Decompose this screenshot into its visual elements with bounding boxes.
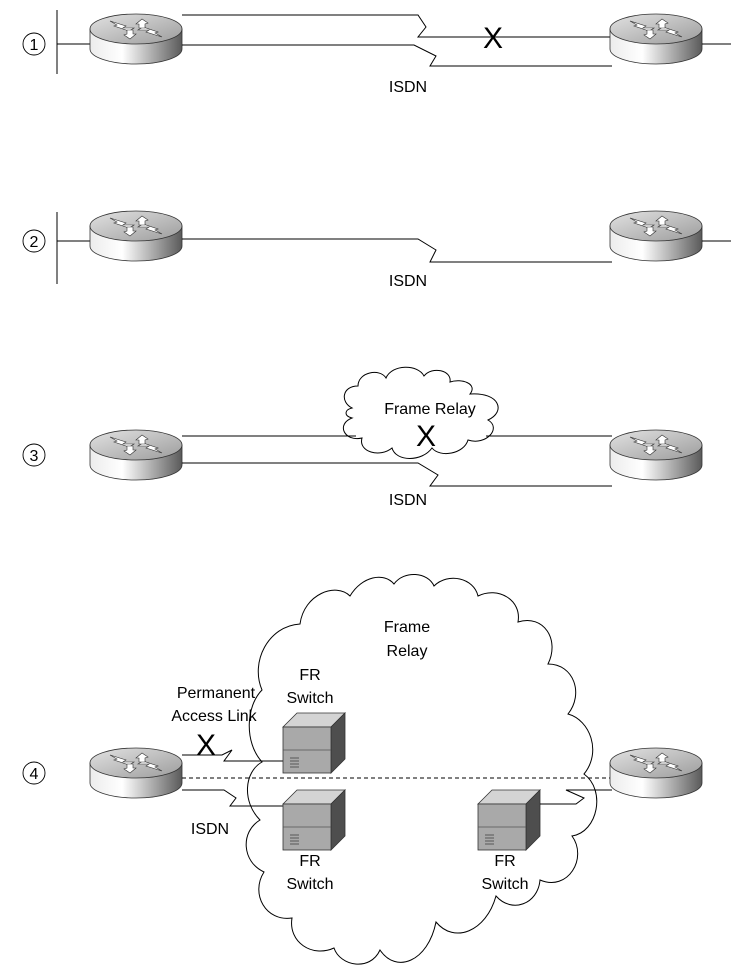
- fr-switch-icon: [477, 789, 541, 851]
- frame-relay-cloud: [342, 366, 499, 459]
- scenario-number: 4: [30, 766, 39, 783]
- router-icon: [609, 210, 703, 262]
- isdn-link: [182, 789, 286, 807]
- scenario-number-circle: [22, 229, 46, 253]
- access-label-line2: Access Link: [171, 708, 257, 725]
- primary-link: [182, 14, 610, 38]
- scenario-3: 3 Frame Relay X ISDN: [22, 366, 703, 509]
- scenario-number-circle: [22, 761, 46, 785]
- permanent-access-link: [182, 749, 286, 762]
- fr-switch-icon: [282, 712, 346, 774]
- cloud-label-line1: Frame: [384, 619, 430, 636]
- router-icon: [89, 13, 183, 65]
- scenario-number: 2: [30, 234, 39, 251]
- switch-label-line1: FR: [299, 853, 320, 870]
- switch-label-line1: FR: [494, 853, 515, 870]
- switch-label-line2: Switch: [286, 876, 333, 893]
- scenario-2: 2 ISDN: [22, 210, 731, 290]
- access-link: [540, 789, 612, 805]
- failure-x-mark: X: [196, 729, 216, 762]
- isdn-label: ISDN: [389, 273, 427, 290]
- failure-x-mark: X: [416, 420, 436, 453]
- scenario-number-circle: [22, 443, 46, 467]
- scenario-number-circle: [22, 32, 46, 56]
- scenario-1: 1 X ISDN: [22, 10, 731, 96]
- isdn-link: [182, 44, 612, 67]
- access-label-line1: Permanent: [177, 685, 256, 702]
- isdn-label: ISDN: [389, 79, 427, 96]
- router-icon: [609, 747, 703, 799]
- isdn-link: [182, 462, 612, 487]
- router-icon: [89, 210, 183, 262]
- router-icon: [89, 747, 183, 799]
- cloud-label-line2: Relay: [387, 643, 428, 660]
- router-icon: [89, 429, 183, 481]
- frame-relay-cloud: [245, 574, 598, 965]
- switch-label-line2: Switch: [286, 690, 333, 707]
- isdn-label: ISDN: [191, 821, 229, 838]
- switch-label-line1: FR: [299, 667, 320, 684]
- cloud-label: Frame Relay: [384, 401, 476, 418]
- switch-label-line2: Switch: [481, 876, 528, 893]
- scenario-4: Frame Relay 4 X Permanent Access Link IS…: [22, 574, 703, 965]
- isdn-link: [182, 238, 612, 263]
- router-icon: [609, 13, 703, 65]
- scenario-number: 1: [30, 37, 39, 54]
- scenario-number: 3: [30, 448, 39, 465]
- router-icon: [609, 429, 703, 481]
- fr-switch-icon: [282, 789, 346, 851]
- failure-x-mark: X: [483, 22, 503, 55]
- isdn-label: ISDN: [389, 492, 427, 509]
